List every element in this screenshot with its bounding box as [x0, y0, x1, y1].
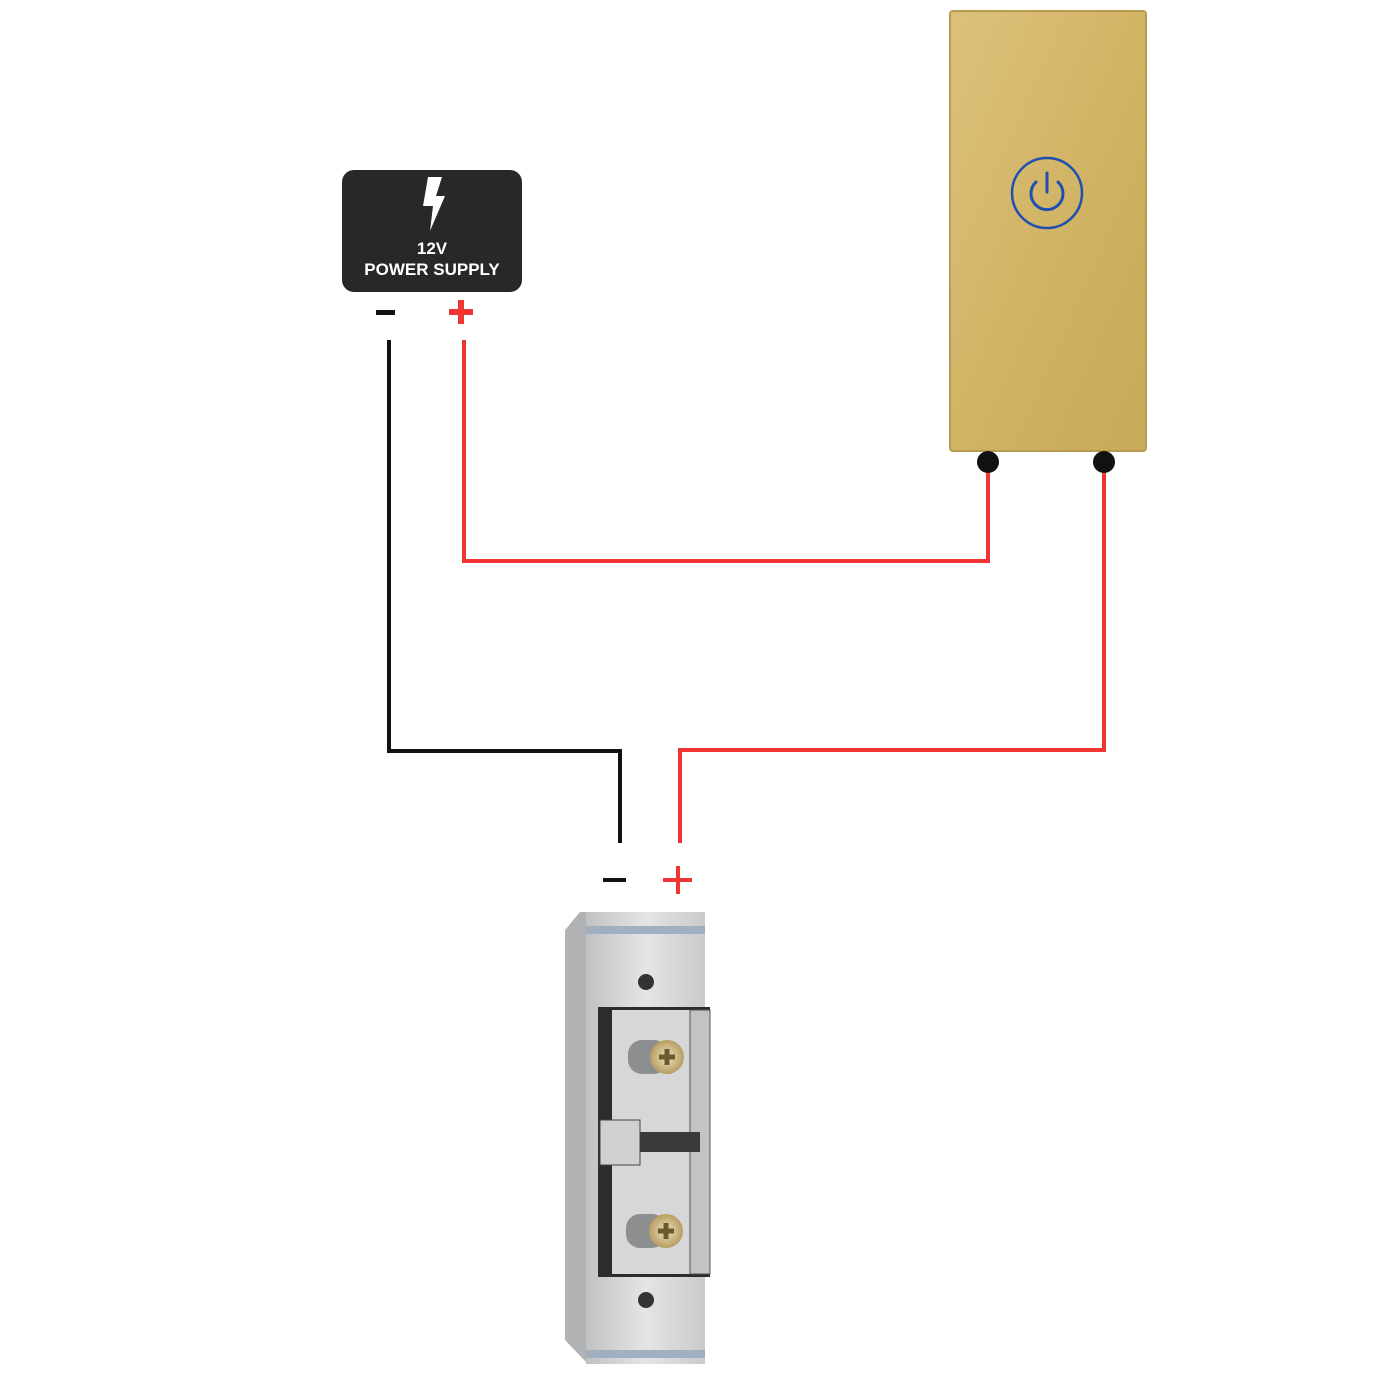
- switch-terminal-left: [977, 451, 999, 473]
- psu-positive-terminal-icon: [449, 300, 473, 324]
- screw-top: [628, 1040, 684, 1074]
- positive-wire-switch-to-lock: [678, 465, 1106, 843]
- psu-negative-terminal-icon: [376, 310, 395, 315]
- power-icon[interactable]: [1010, 156, 1084, 230]
- positive-wire-psu-to-switch: [462, 340, 990, 563]
- lightning-bolt-icon: [423, 177, 445, 231]
- electric-strike-lock: [565, 912, 711, 1364]
- touch-switch: [949, 10, 1147, 473]
- power-supply: 12V POWER SUPPLY: [342, 170, 522, 324]
- lock-positive-terminal-icon: [663, 866, 692, 894]
- negative-wire: [387, 340, 622, 843]
- psu-label: POWER SUPPLY: [364, 260, 500, 279]
- psu-voltage: 12V: [417, 239, 448, 258]
- lock-negative-terminal-icon: [603, 878, 626, 882]
- switch-terminal-right: [1093, 451, 1115, 473]
- screw-bottom: [626, 1214, 683, 1248]
